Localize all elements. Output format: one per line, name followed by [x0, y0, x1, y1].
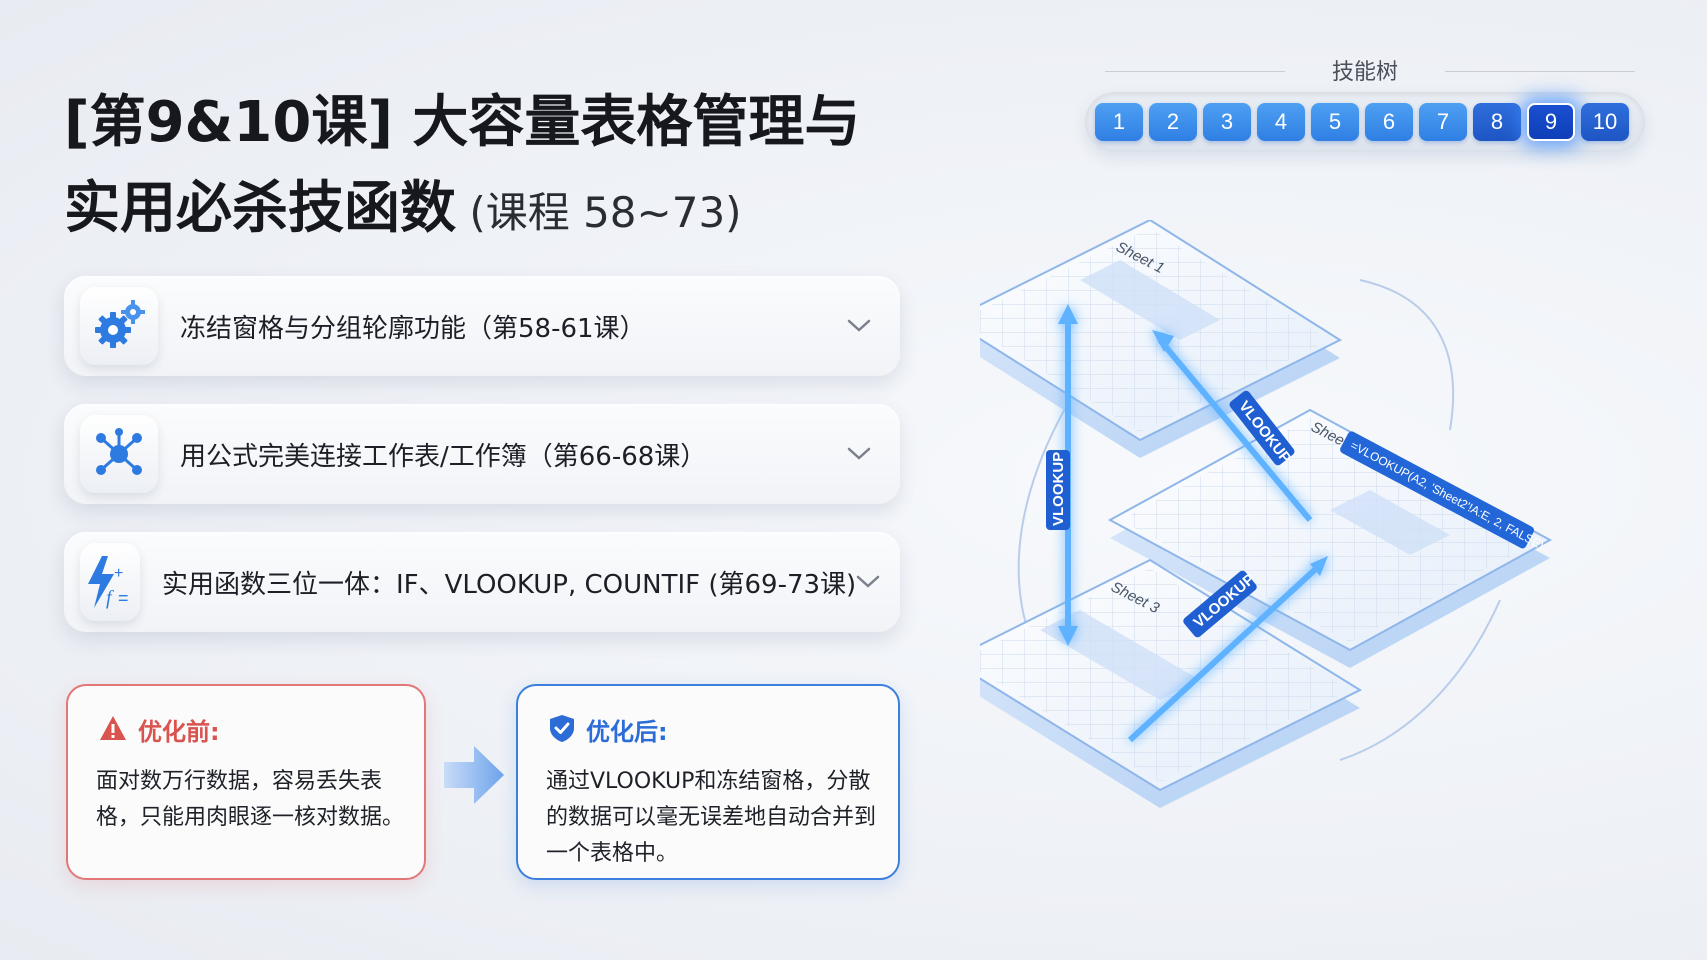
skill-step-2[interactable]: 2: [1149, 103, 1197, 141]
title-suffix: (课程 58~73): [456, 188, 742, 237]
warning-icon: [98, 714, 128, 746]
function-icon: + f =: [80, 543, 140, 621]
skill-step-1[interactable]: 1: [1095, 103, 1143, 141]
skill-step-8[interactable]: 8: [1473, 103, 1521, 141]
accordion-item-functions[interactable]: + f = 实用函数三位一体：IF、VLOOKUP, COUNTIF (第69-…: [64, 532, 900, 632]
title-line-2: 实用必杀技函数 (课程 58~73): [64, 166, 944, 256]
chevron-down-icon[interactable]: [844, 319, 874, 333]
skill-tree-header: 技能树: [1095, 54, 1635, 85]
link-curve: [1339, 599, 1501, 761]
vlookup-tag: VLOOKUP: [1046, 450, 1070, 530]
before-title: 优化前:: [138, 718, 220, 746]
accordion-item-freeze-panes[interactable]: 冻结窗格与分组轮廓功能（第58-61课）: [64, 276, 900, 376]
skill-step-6[interactable]: 6: [1365, 103, 1413, 141]
skill-step-3[interactable]: 3: [1203, 103, 1251, 141]
page-title: [第9&10课] 大容量表格管理与 实用必杀技函数 (课程 58~73): [64, 80, 944, 256]
chevron-down-icon[interactable]: [856, 575, 880, 589]
accordion-item-label: 实用函数三位一体：IF、VLOOKUP, COUNTIF (第69-73课): [162, 569, 857, 600]
shield-check-icon: [548, 713, 576, 747]
after-title: 优化后:: [586, 718, 668, 746]
skill-step-4[interactable]: 4: [1257, 103, 1305, 141]
chevron-down-icon[interactable]: [844, 447, 874, 461]
linked-sheets-illustration: Sheet 1 Sheet 2 Sheet 3 VLOOKUP VLOOKUP: [980, 220, 1553, 808]
svg-text:+: +: [114, 565, 123, 582]
after-text: 通过VLOOKUP和冻结窗格，分散的数据可以毫无误差地自动合并到一个表格中。: [546, 769, 877, 866]
before-text: 面对数万行数据，容易丢失表格，只能用肉眼逐一核对数据。: [96, 769, 405, 830]
skill-step-10[interactable]: 10: [1581, 103, 1629, 141]
accordion-item-link-sheets[interactable]: 用公式完美连接工作表/工作簿（第66-68课）: [64, 404, 900, 504]
sheet-2: Sheet 2: [1107, 408, 1553, 668]
skill-step-7[interactable]: 7: [1419, 103, 1467, 141]
before-panel: 优化前: 面对数万行数据，容易丢失表格，只能用肉眼逐一核对数据。: [66, 684, 426, 880]
link-curve: [1359, 279, 1455, 431]
gears-icon: [80, 287, 158, 365]
link-arrows: [1058, 304, 1328, 743]
svg-text:=: =: [118, 588, 129, 608]
network-icon: [80, 415, 158, 493]
skill-step-9[interactable]: 9: [1527, 103, 1575, 141]
skill-tree: 技能树 1 2 3 4 5 6 7 8 9 10: [1085, 48, 1645, 158]
svg-text:VLOOKUP: VLOOKUP: [1050, 452, 1067, 526]
arrow-right-icon: [440, 740, 508, 814]
after-panel: 优化后: 通过VLOOKUP和冻结窗格，分散的数据可以毫无误差地自动合并到一个表…: [516, 684, 900, 880]
skill-step-5[interactable]: 5: [1311, 103, 1359, 141]
title-line-2-main: 实用必杀技函数: [64, 176, 456, 241]
svg-text:f: f: [106, 587, 114, 609]
skill-tree-label: 技能树: [1331, 60, 1398, 85]
sheet-3: Sheet 3: [980, 558, 1363, 808]
skill-track: 1 2 3 4 5 6 7 8 9 10: [1085, 92, 1645, 152]
title-line-1: [第9&10课] 大容量表格管理与: [64, 90, 861, 155]
before-header: 优化前:: [98, 712, 220, 747]
after-header: 优化后:: [548, 712, 668, 747]
accordion-item-label: 用公式完美连接工作表/工作簿（第66-68课）: [180, 441, 707, 472]
divider: [1105, 71, 1285, 72]
divider: [1445, 71, 1635, 72]
accordion-item-label: 冻结窗格与分组轮廓功能（第58-61课）: [180, 313, 646, 344]
